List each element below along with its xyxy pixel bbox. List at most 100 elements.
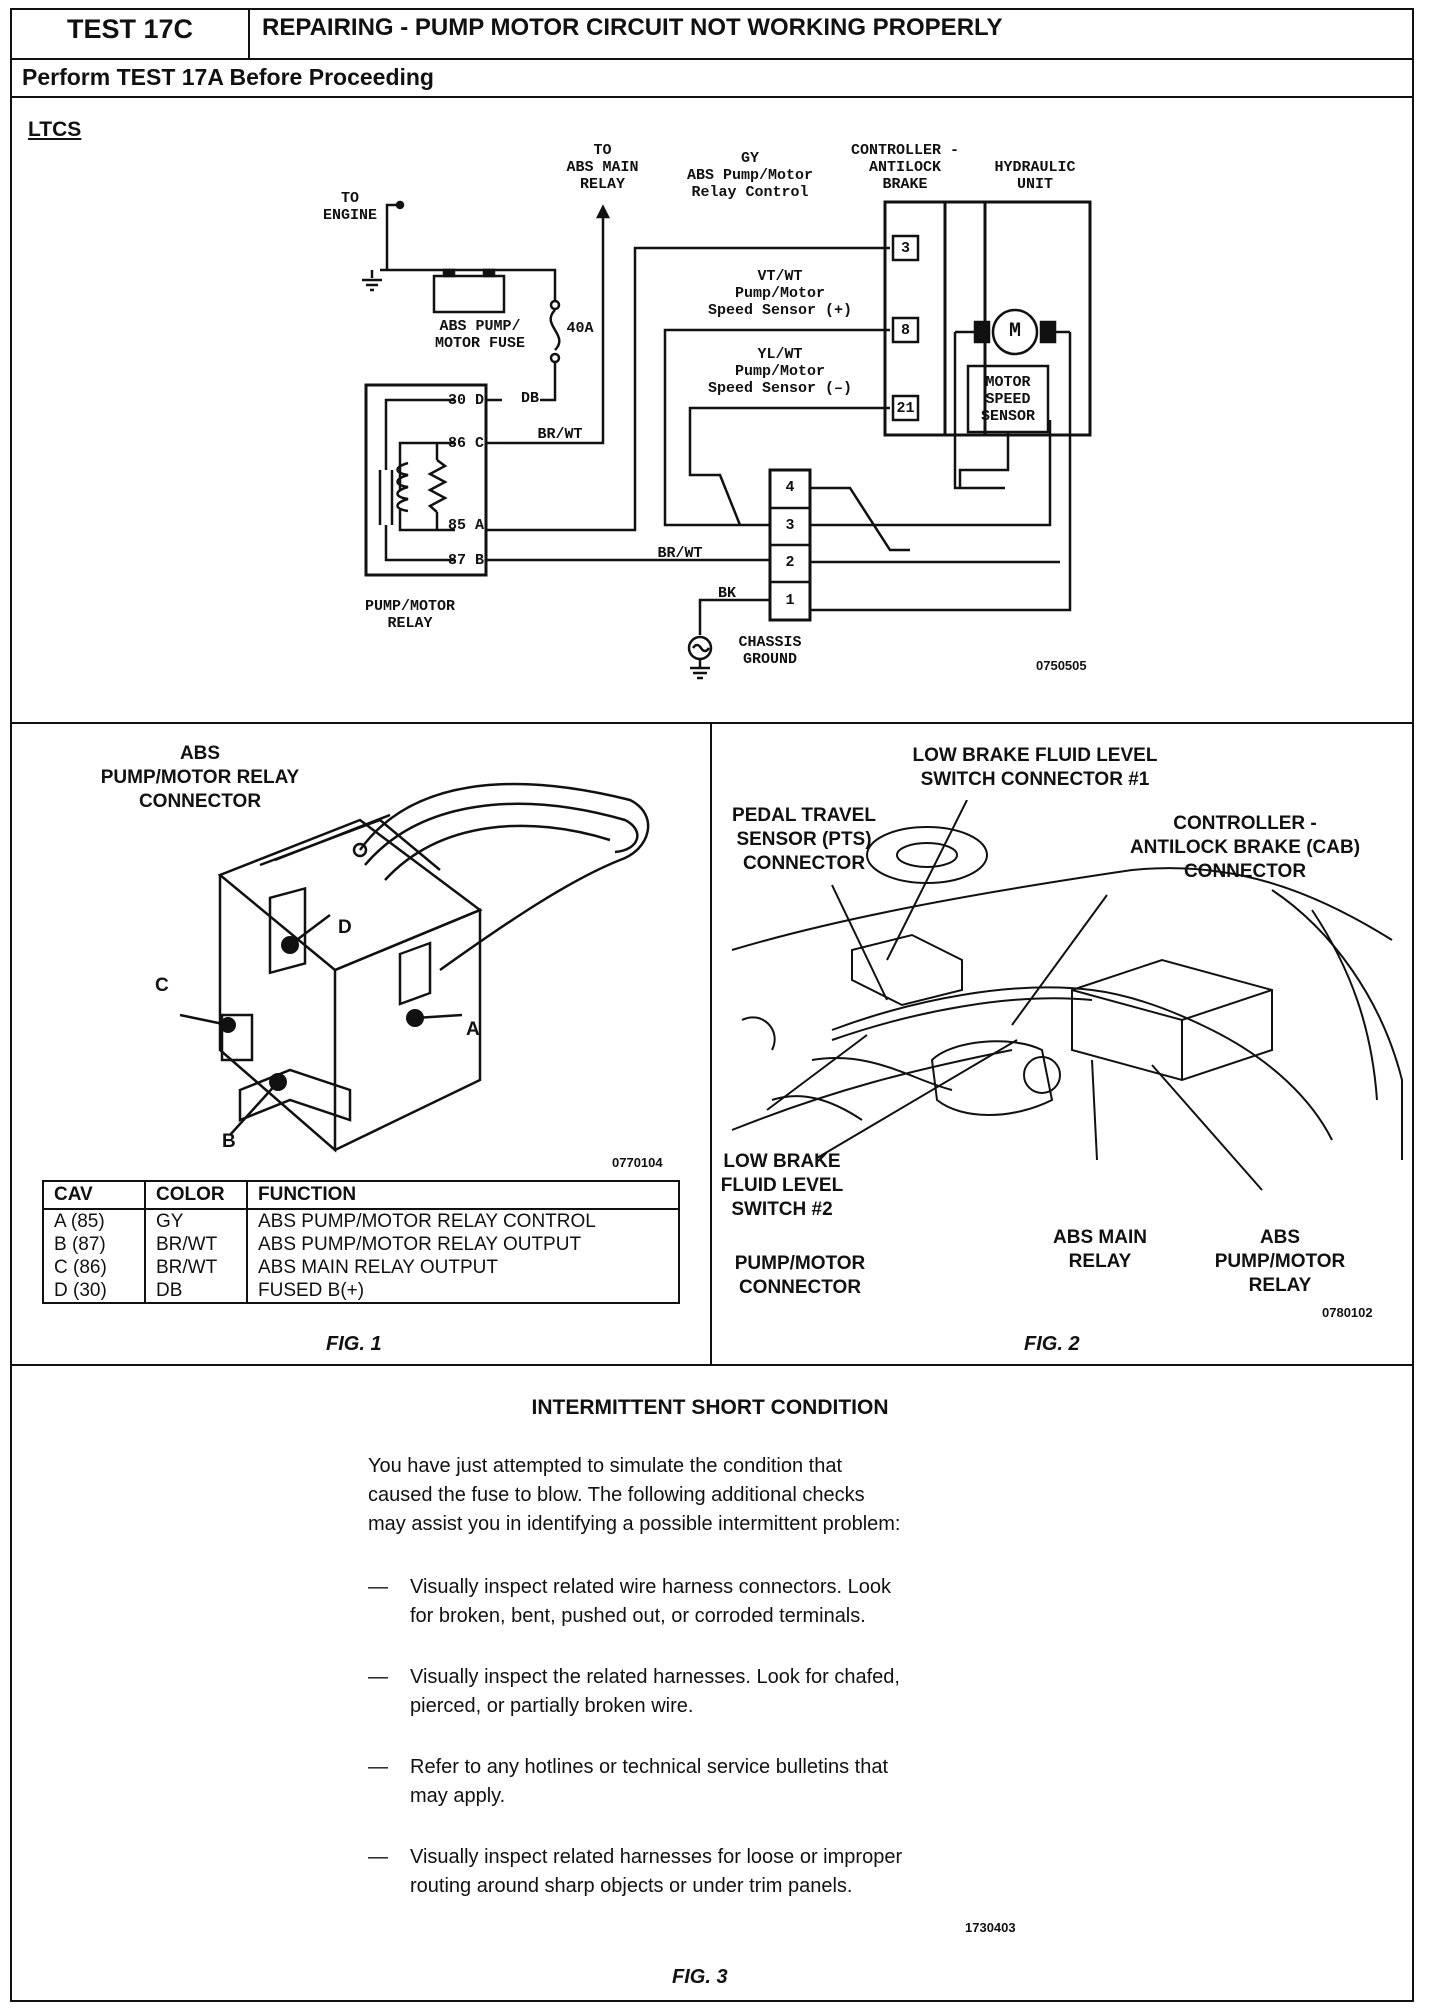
section-label-ltcs: LTCS	[28, 118, 82, 141]
leader-lbfl2	[766, 1034, 868, 1111]
fig3-bullet-4: — Visually inspect related harnesses for…	[368, 1843, 1068, 1903]
cell-cav: C (86)	[54, 1257, 107, 1278]
fig2-figure-code: 0780102	[1322, 1305, 1373, 1320]
cavity-d	[268, 886, 307, 975]
controller-box	[883, 200, 987, 437]
cell-cav: A (85)	[54, 1211, 105, 1232]
leader-abs-pump	[1151, 1064, 1263, 1191]
wire-to-engine	[385, 203, 397, 270]
engine-bay-illustration	[731, 800, 1403, 1191]
connector-pin-3: 3	[785, 517, 795, 534]
pump-motor-body	[930, 1040, 1054, 1116]
col-color: COLOR	[144, 1181, 247, 1210]
fig2-caption: FIG. 2	[1024, 1333, 1080, 1355]
cell-function: ABS PUMP/MOTOR RELAY CONTROL	[246, 1209, 679, 1233]
cavity-c	[220, 1013, 254, 1062]
table-row: D (30) DB FUSED B(+)	[43, 1279, 679, 1303]
connector-pin-1: 1	[785, 592, 795, 609]
reservoir	[851, 933, 963, 1007]
motor-label: M	[1008, 320, 1021, 343]
wire-br-wt-upper	[502, 215, 605, 445]
bullet-dash: —	[368, 1576, 388, 1598]
label-wire-db: DB	[520, 390, 539, 407]
fig3-heading: INTERMITTENT SHORT CONDITION	[531, 1396, 889, 1419]
harness-wires	[358, 782, 650, 972]
fig2-label-cab: CONTROLLER -ANTILOCK BRAKE (CAB)CONNECTO…	[1129, 813, 1361, 882]
controller-pin-8: 8	[900, 322, 910, 339]
prerequisite-text: Perform TEST 17A Before Proceeding	[22, 64, 434, 90]
wire-gy	[502, 246, 890, 532]
cavity-a	[398, 941, 432, 1006]
cell-cav: B (87)	[54, 1234, 106, 1255]
fig1-callout-c: C	[155, 975, 169, 996]
leader-lbfl1	[886, 800, 968, 961]
bullet-dash: —	[368, 1756, 388, 1778]
relay-pin-86: 86 C	[448, 435, 485, 452]
label-fuse: ABS PUMP/MOTOR FUSE	[434, 318, 525, 352]
air-cleaner	[866, 826, 988, 884]
fig1-caption: FIG. 1	[326, 1333, 382, 1355]
fig3-bullet-2: — Visually inspect the related harnesses…	[368, 1663, 1068, 1723]
cell-function: ABS PUMP/MOTOR RELAY OUTPUT	[246, 1233, 679, 1256]
battery-symbol	[432, 274, 506, 314]
header-row	[10, 8, 1414, 60]
relay-pin-87: 87 B	[448, 552, 485, 569]
controller-pin-3: 3	[900, 240, 910, 257]
motor-symbol	[991, 308, 1039, 356]
wire-fuse	[545, 268, 557, 300]
cell-color: GY	[144, 1209, 247, 1233]
fig3-figure-code: 1730403	[965, 1920, 1016, 1935]
header-divider	[10, 96, 1414, 98]
col-cav: CAV	[43, 1181, 145, 1210]
cavity-table-header: CAV COLOR FUNCTION	[43, 1181, 679, 1210]
cell-color: DB	[144, 1279, 247, 1303]
fig1-callout-d: D	[338, 917, 352, 938]
connector-pin-4: 4	[785, 479, 795, 496]
wire-vt-wt	[663, 328, 890, 527]
label-wire-br-wt-lower: BR/WT	[657, 545, 703, 562]
fender-right	[1271, 889, 1403, 1160]
test-id-box	[10, 8, 250, 60]
controller-module	[1071, 958, 1273, 1082]
fig3-caption: FIG. 3	[672, 1966, 728, 1988]
cell-color: BR/WT	[144, 1256, 247, 1279]
fuse-symbol	[549, 309, 561, 351]
cavity-b	[238, 1068, 352, 1122]
leader-pump-conn	[816, 1039, 1018, 1159]
connector-body-right	[334, 908, 482, 1152]
bullet-dash: —	[368, 1846, 388, 1868]
leader-abs-main	[1091, 1059, 1098, 1161]
hood-outline	[731, 867, 1393, 951]
label-wire-br-wt-upper: BR/WT	[537, 426, 583, 443]
connector-pin-2: 2	[785, 554, 795, 571]
controller-pin-21: 21	[896, 400, 915, 417]
relay-box	[364, 383, 488, 577]
cavity-table: CAV COLOR FUNCTION A (85) GY ABS PUMP/MO…	[42, 1180, 680, 1304]
connector-body-left	[218, 875, 337, 1153]
wiring-schematic	[362, 200, 1092, 680]
relay-pin-30: 30 D	[448, 392, 485, 409]
label-fuse-rating: 40A	[566, 320, 594, 337]
connector-body-top	[217, 818, 483, 972]
cell-color: BR/WT	[144, 1233, 247, 1256]
cell-cav: D (30)	[54, 1280, 107, 1301]
cell-function: ABS MAIN RELAY OUTPUT	[246, 1256, 679, 1279]
fig1-callout-b: B	[222, 1131, 236, 1152]
harness-bundle	[831, 986, 1213, 1031]
table-row: C (86) BR/WT ABS MAIN RELAY OUTPUT	[43, 1256, 679, 1279]
